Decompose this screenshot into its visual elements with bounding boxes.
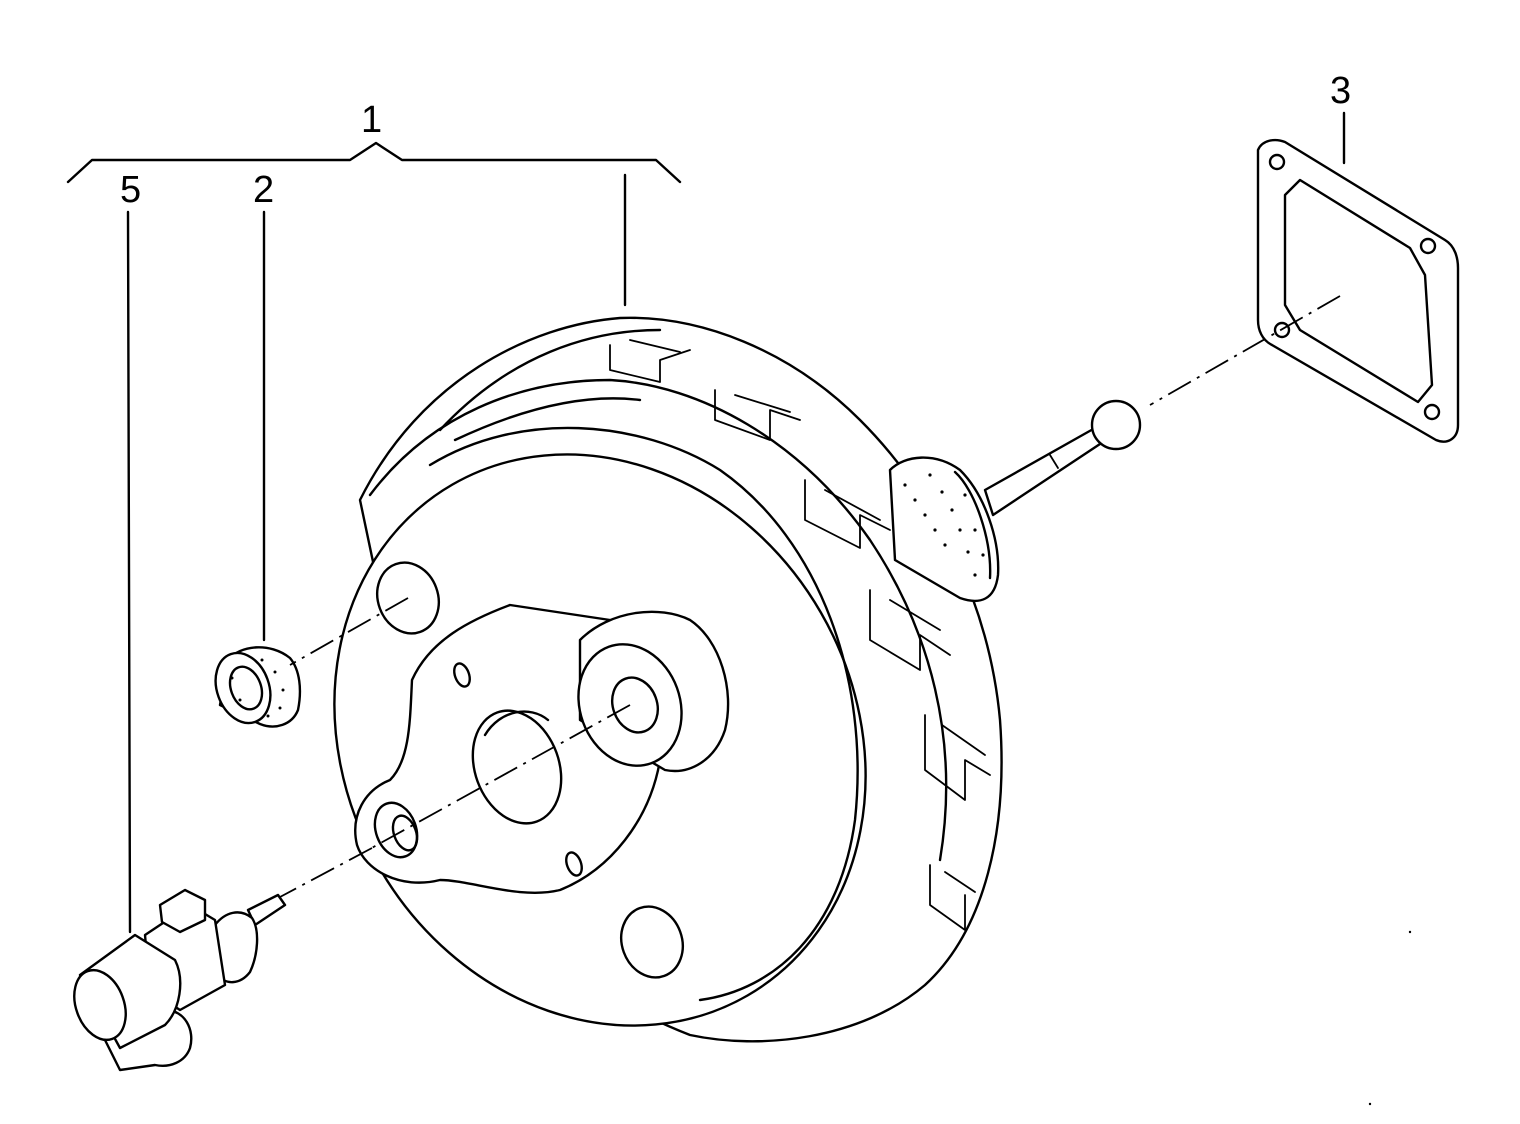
bolt-hole-2 — [565, 851, 583, 877]
vacuum-port-inner — [391, 814, 419, 852]
callout-3-label: 3 — [1330, 70, 1351, 112]
gasket-hole-4 — [1423, 403, 1441, 421]
sensor-connector-lower — [103, 1008, 193, 1072]
callout-2-label: 2 — [253, 169, 274, 211]
gasket-inner — [1283, 178, 1434, 404]
callout-1-bracket — [66, 141, 682, 184]
sensor-connector-face — [73, 968, 127, 1042]
booster-rim-outer — [368, 378, 948, 862]
brake-booster — [333, 316, 1142, 1043]
speck — [1408, 930, 1412, 934]
booster-ribs — [609, 339, 991, 931]
speck — [1368, 1102, 1372, 1106]
booster-rear-edge — [438, 328, 662, 432]
booster-rim-inner — [428, 426, 859, 1002]
pushrod — [983, 426, 1105, 517]
pushrod-ball — [1090, 399, 1142, 451]
grommet-hole — [228, 665, 264, 711]
axis-grommet — [289, 597, 409, 666]
pushrod-boot-texture — [903, 473, 985, 577]
face-hole-bottom — [620, 905, 684, 979]
gasket — [1256, 138, 1460, 443]
callout-5-leader — [126, 210, 132, 934]
axis-sensor — [279, 847, 373, 898]
axis-gasket-pushrod — [1149, 295, 1341, 406]
gasket-hole-1 — [1268, 153, 1286, 171]
pushrod-boot-ring — [953, 470, 992, 580]
grommet — [214, 646, 302, 728]
central-bore — [471, 709, 563, 825]
sensor-nut — [213, 911, 259, 984]
bolt-hole-1 — [453, 662, 471, 688]
callout-5-label: 5 — [120, 169, 141, 211]
pressure-sensor — [73, 888, 287, 1072]
callout-1-label: 1 — [361, 99, 382, 141]
axis-center — [367, 704, 631, 851]
flange-boss-hole — [611, 676, 659, 734]
central-bore-inner — [483, 710, 550, 737]
pushrod-mark — [1049, 454, 1059, 469]
booster-groove — [453, 397, 642, 442]
sensor-clip — [158, 888, 207, 934]
grommet-texture — [230, 658, 285, 718]
gasket-hole-2 — [1419, 237, 1437, 255]
gasket-outer — [1256, 138, 1460, 443]
